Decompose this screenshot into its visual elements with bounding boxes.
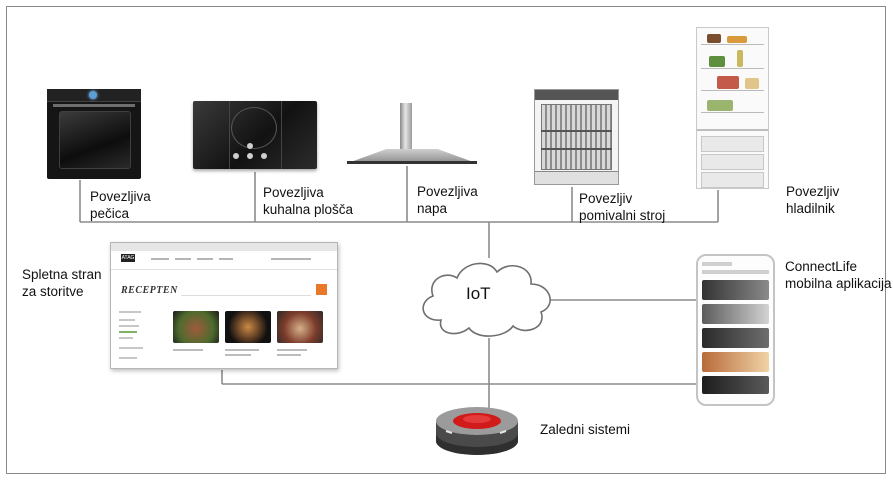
oven-label-line1: Povezljiva xyxy=(90,189,151,204)
dishwasher-label: Povezljiv pomivalni stroj xyxy=(579,190,665,224)
hood-chimney xyxy=(400,103,412,151)
hob-label: Povezljiva kuhalna plošča xyxy=(263,184,353,218)
mobile-app-label: ConnectLife mobilna aplikacija xyxy=(785,258,892,292)
hood-label-line1: Povezljiva xyxy=(417,184,478,199)
website-label-line2: za storitve xyxy=(22,284,84,299)
mobile-app-label-line2: mobilna aplikacija xyxy=(785,276,892,291)
backend-label: Zaledni sistemi xyxy=(540,422,631,437)
mobile-app-label-line1: ConnectLife xyxy=(785,259,858,274)
iot-label: IoT xyxy=(466,284,491,303)
browser-chrome xyxy=(111,243,337,251)
dishwasher-label-line2: pomivalni stroj xyxy=(579,208,666,223)
hob-image xyxy=(193,101,317,169)
oven-label-line2: pečica xyxy=(90,206,130,221)
dishwasher-label-line1: Povezljiv xyxy=(579,191,633,206)
fridge-label-line1: Povezljiv xyxy=(786,184,840,199)
search-button-icon xyxy=(316,284,327,295)
hob-label-line2: kuhalna plošča xyxy=(263,202,354,217)
website-heading: RECEPTEN xyxy=(121,285,178,296)
hob-label-line1: Povezljiva xyxy=(263,185,324,200)
fridge-label-line2: hladilnik xyxy=(786,201,835,216)
fridge-label: Povezljiv hladilnik xyxy=(786,183,839,217)
website-label-line1: Spletna stran xyxy=(22,267,102,282)
iot-cloud-icon xyxy=(422,262,551,337)
hood-image xyxy=(348,149,476,163)
fridge-image xyxy=(696,27,769,189)
website-label: Spletna stran za storitve xyxy=(22,266,102,300)
website-nav: ATAG xyxy=(111,251,337,270)
oven-image xyxy=(47,89,141,179)
hood-base xyxy=(347,161,477,164)
diagram-frame xyxy=(6,6,886,474)
mobile-app-screenshot xyxy=(696,254,775,406)
backend-database-icon xyxy=(436,407,518,455)
website-screenshot: ATAG RECEPTEN xyxy=(110,242,338,369)
website-search xyxy=(181,287,311,296)
hood-label: Povezljiva napa xyxy=(417,183,478,217)
hood-label-line2: napa xyxy=(417,201,448,216)
dishwasher-image xyxy=(534,89,619,185)
oven-label: Povezljiva pečica xyxy=(90,188,151,222)
website-logo: ATAG xyxy=(121,254,135,262)
